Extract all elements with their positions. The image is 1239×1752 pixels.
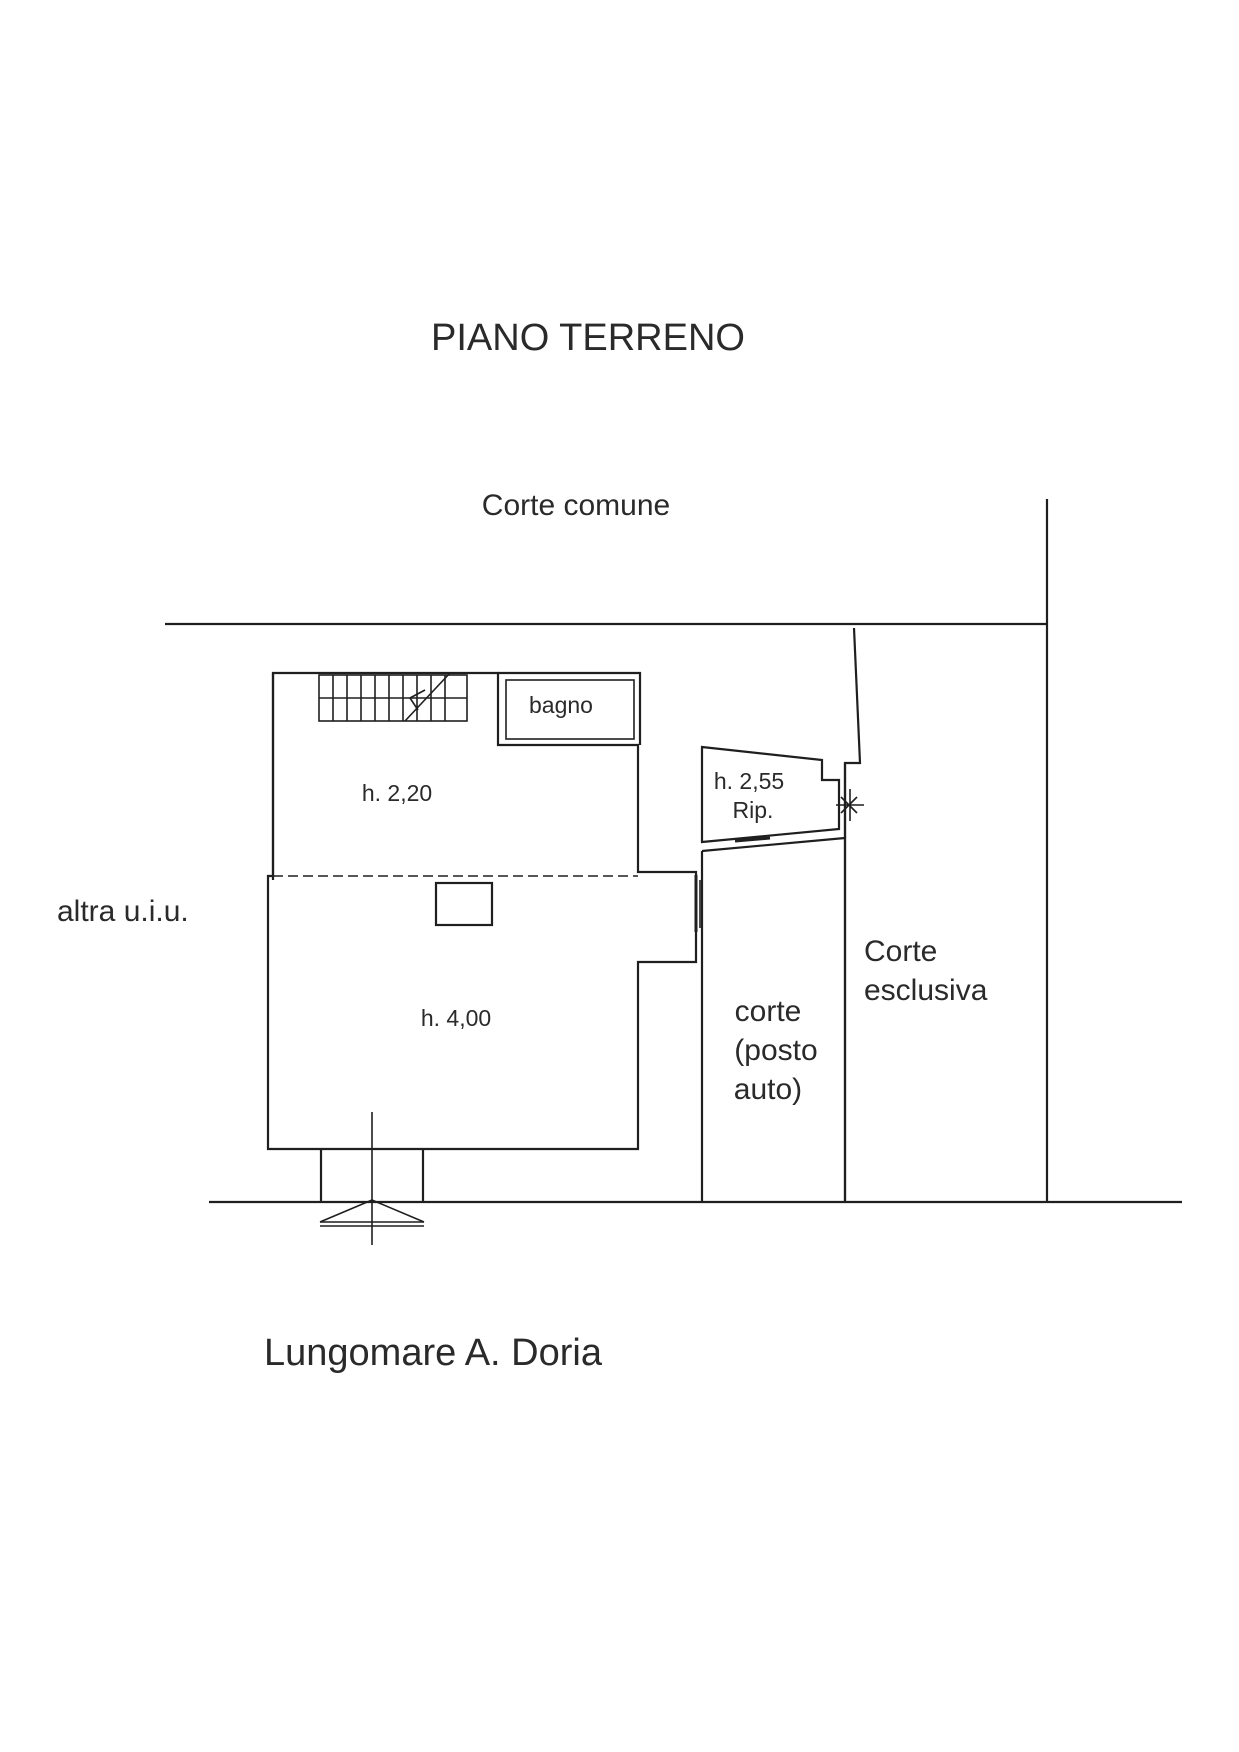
bathroom-outer-wall	[498, 671, 642, 745]
stairs	[318, 672, 468, 722]
parking-court: corte (posto auto)	[700, 836, 847, 1202]
label-corte-comune: Corte comune	[482, 489, 670, 522]
label-height-upper: h. 2,20	[362, 780, 432, 806]
label-bagno: bagno	[529, 692, 593, 718]
storage-outline	[700, 745, 841, 844]
storage-room: h. 2,55 Rip.	[700, 745, 841, 844]
label-corte-esclusiva-2: esclusiva	[864, 974, 988, 1007]
label-auto: auto)	[734, 1073, 802, 1106]
label-street: Lungomare A. Doria	[264, 1332, 603, 1374]
gate-icon	[836, 789, 864, 821]
entrance-portico	[319, 1112, 425, 1245]
exclusive-court: Corte esclusiva	[836, 627, 988, 1202]
label-corte: corte	[735, 995, 802, 1028]
label-height-main: h. 4,00	[421, 1005, 491, 1031]
stairs-arrow-head	[409, 689, 426, 711]
storage-door	[734, 836, 771, 843]
label-posto: (posto	[734, 1034, 817, 1067]
bathroom-inner-wall	[505, 679, 635, 740]
building-outline	[266, 671, 698, 1151]
label-corte-esclusiva-1: Corte	[864, 935, 937, 968]
opening-square	[434, 881, 494, 927]
main-building: bagno h. 2,20 h. 4,00	[266, 671, 701, 1245]
property-boundaries	[165, 499, 1182, 1204]
label-rip: Rip.	[733, 797, 774, 823]
label-rip-height: h. 2,55	[714, 768, 784, 794]
stairs-arrow-diagonal	[404, 672, 451, 722]
entrance-arrow-icon	[319, 1199, 425, 1223]
plan-title: PIANO TERRENO	[431, 317, 745, 359]
label-altra-uiu: altra u.i.u.	[57, 895, 189, 928]
bathroom: bagno	[498, 671, 642, 745]
